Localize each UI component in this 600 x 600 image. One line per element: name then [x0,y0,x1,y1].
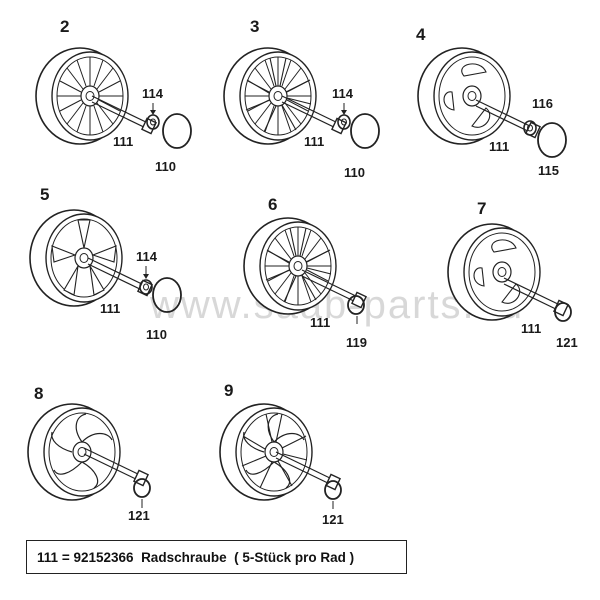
legend-equals: = [61,549,70,565]
legend-article-number: 92152366 [73,549,134,565]
part-label: 115 [538,163,559,178]
part-label: 111 [100,301,120,316]
wheel-5-rim [29,209,123,307]
wheel-6-rim [243,217,337,315]
wheel-2-rim [35,47,129,145]
part-label: 114 [142,86,164,101]
part-label: 111 [521,321,541,336]
part-label: 121 [322,512,344,527]
part-label: 111 [304,134,324,149]
part-label: 110 [155,159,176,174]
wheel-number: 8 [34,384,43,403]
wheel-4-assembly: 4 116 111 115 [416,25,567,178]
wheel-9-rim [219,403,313,501]
part-label: 114 [332,86,354,101]
part-label: 111 [113,134,133,149]
wheel-number: 3 [250,17,259,36]
wheel-4-rim [417,47,511,145]
wheel-3-ring [350,113,380,149]
legend-part-number: 111 [37,549,59,565]
legend-box: 111 = 92152366 Radschraube ( 5-Stück pro… [26,540,407,574]
legend-quantity: ( 5-Stück pro Rad ) [234,549,355,565]
wheel-3-rim [223,47,317,145]
part-label: 111 [310,315,330,330]
wheel-number: 2 [60,17,69,36]
wheel-number: 4 [416,25,426,44]
wheel-5-assembly: 5 114 111 110 [29,185,182,342]
part-label: 110 [146,327,167,342]
part-label: 110 [344,165,365,180]
wheel-number: 9 [224,381,233,400]
part-label: 121 [128,508,150,523]
wheel-7-rim [447,223,541,321]
wheel-8-rim [27,403,121,501]
part-label: 111 [489,139,509,154]
part-label: 116 [532,96,553,111]
wheel-4-ring [537,122,567,158]
wheel-6-assembly: 6 111 119 [243,195,367,350]
part-label: 119 [346,335,367,350]
part-label: 114 [136,249,158,264]
wheel-number: 5 [40,185,49,204]
wheel-2-ring [162,113,192,149]
wheel-7-assembly: 7 111 121 [447,199,578,350]
legend-part-name: Radschraube [141,549,227,565]
wheel-8-assembly: 8 121 [27,384,151,523]
wheel-3-assembly: 3 114 111 110 [223,17,380,180]
wheel-2-assembly: 2 114 111 110 [35,17,192,174]
wheel-number: 6 [268,195,277,214]
part-label: 121 [556,335,578,350]
wheel-number: 7 [477,199,486,218]
wheel-9-assembly: 9 121 [219,381,344,527]
